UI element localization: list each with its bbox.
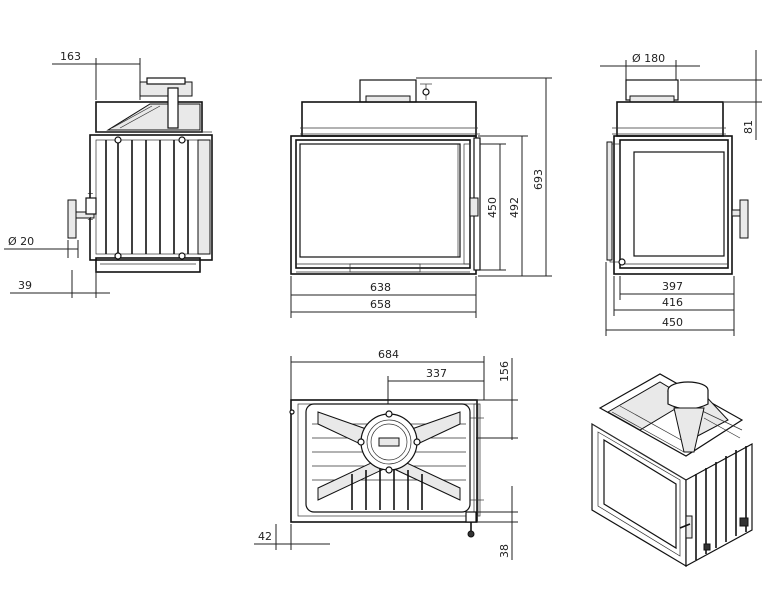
dim-handle-39: 39 [18,279,32,292]
side-view-left: 163 + + [4,50,213,298]
dim-flue-81: 81 [742,120,755,134]
dim-front-638: 638 [370,281,391,294]
dim-handle-diameter: Ø 20 [8,235,34,248]
dim-front-693: 693 [532,169,545,190]
dim-top-337: 337 [426,367,447,380]
dim-front-492: 492 [508,197,521,218]
dim-top-42: 42 [258,530,272,543]
dim-side-397: 397 [662,280,683,293]
top-view: 684 337 [254,348,518,560]
front-view: 693 492 450 638 658 [290,77,552,318]
dim-front-658: 658 [370,298,391,311]
dim-top-38: 38 [498,544,511,558]
dim-flue-diameter: Ø 180 [632,52,665,65]
dim-side-450: 450 [662,316,683,329]
svg-text:+: + [87,215,94,224]
dim-front-450: 450 [486,197,499,218]
dim-top-684: 684 [378,348,399,361]
side-view-right: Ø 180 81 397 416 450 [600,50,762,336]
isometric-view [591,373,753,568]
dim-top-156: 156 [498,361,511,382]
dim-side-163: 163 [60,50,81,63]
dim-side-416: 416 [662,296,683,309]
svg-text:+: + [87,189,94,198]
